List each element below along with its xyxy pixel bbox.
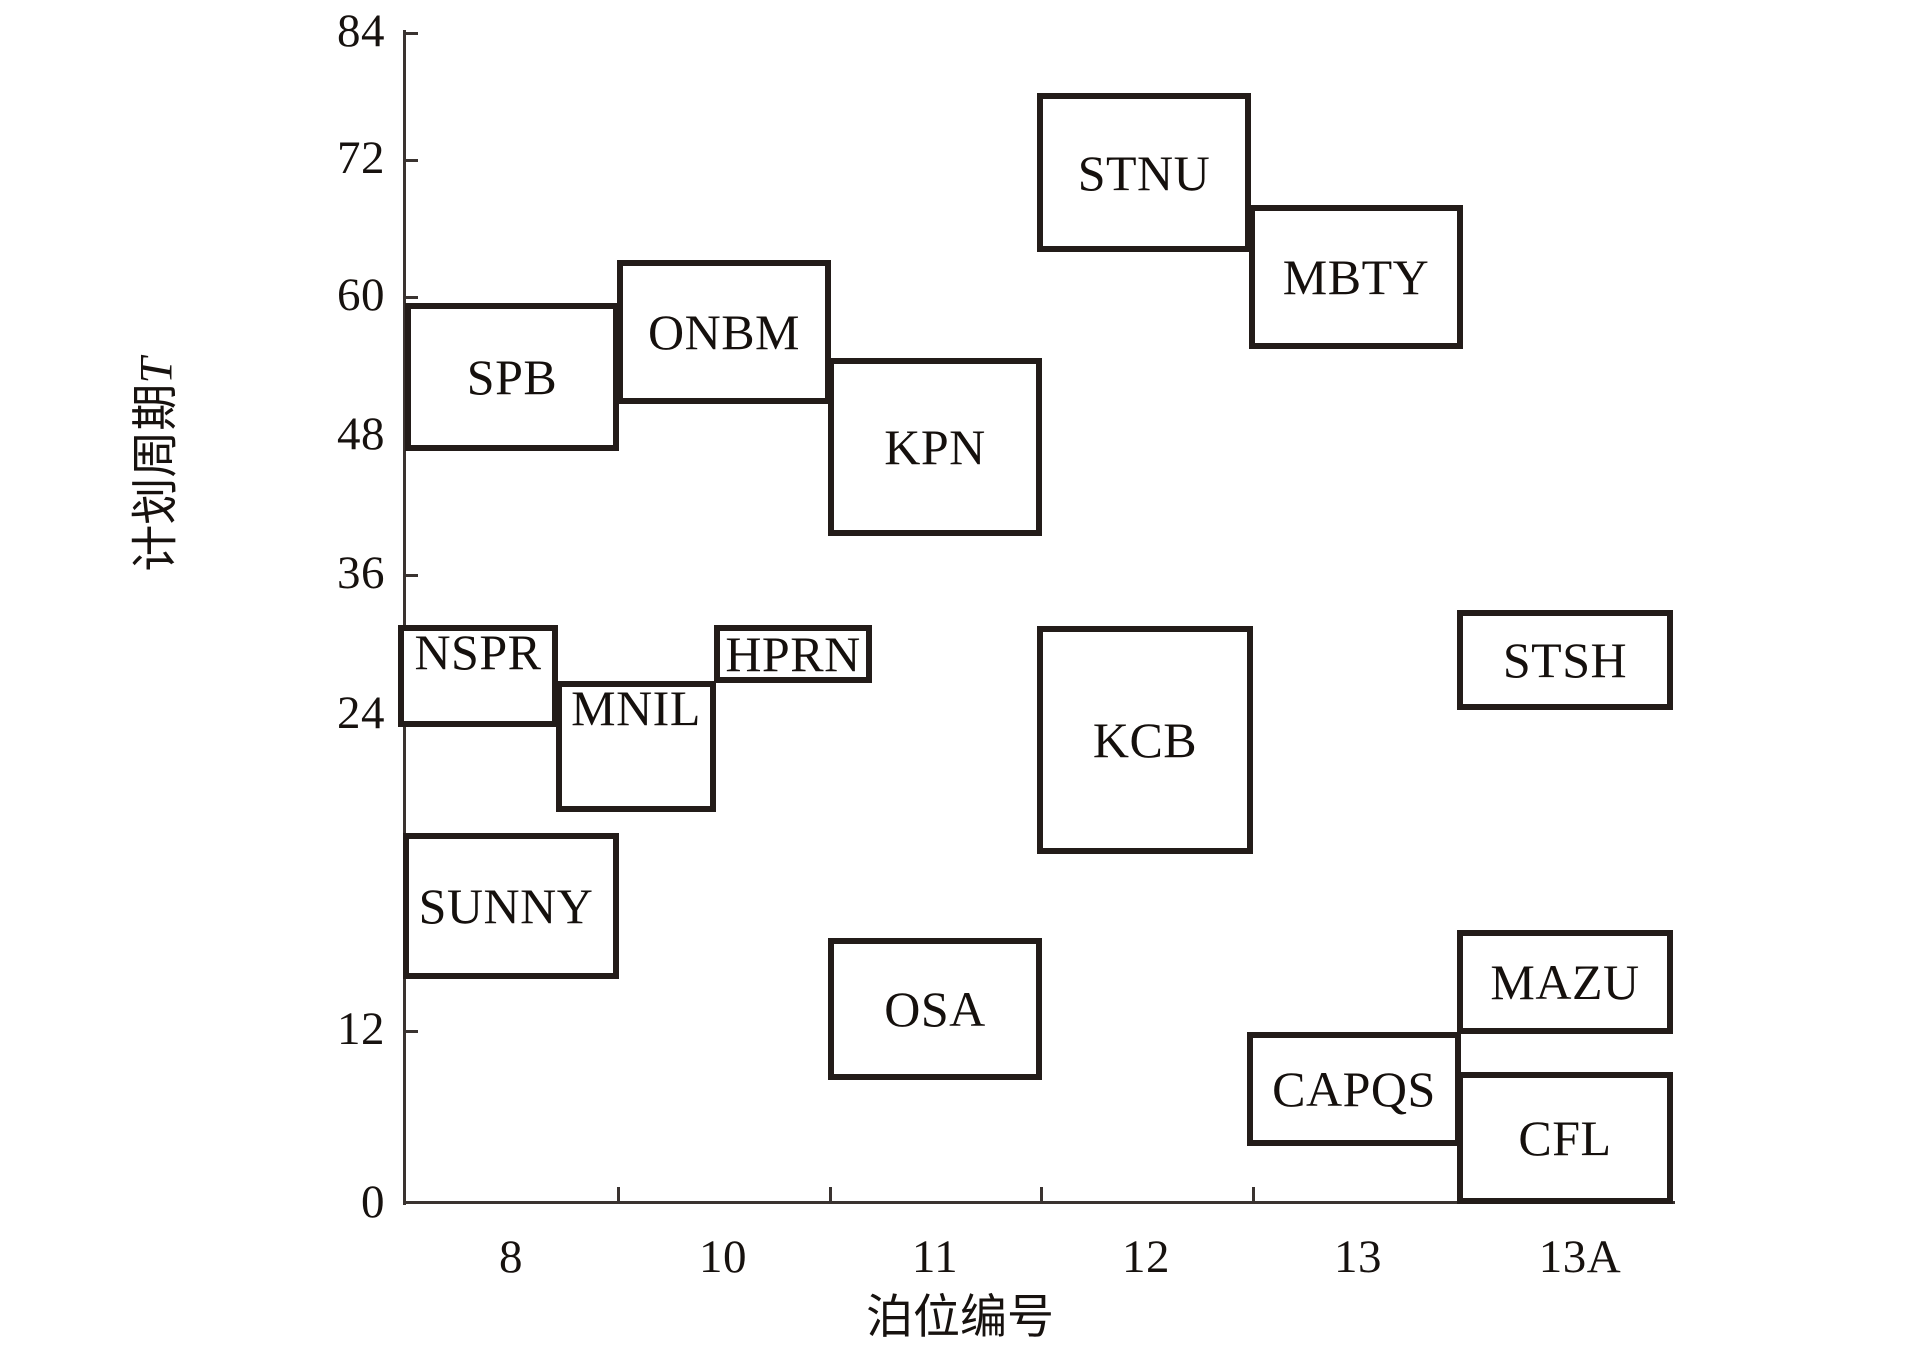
vessel-box-spb[interactable]: SPB [405,303,619,451]
vessel-label-nspr: NSPR [414,624,542,680]
ytick-label-48: 48 [337,408,385,460]
xtick-mark-4 [1252,1187,1255,1204]
ytick-label-60: 60 [337,269,385,321]
vessel-box-stnu[interactable]: STNU [1037,93,1251,252]
vessel-label-kcb: KCB [1092,712,1198,768]
ytick-label-84: 84 [337,5,385,57]
x-axis-line [403,1201,1675,1204]
xtick-mark-2 [829,1187,832,1204]
vessel-label-cfl: CFL [1518,1110,1612,1166]
ytick-label-72: 72 [337,132,385,184]
vessel-box-capqs[interactable]: CAPQS [1247,1032,1461,1146]
vessel-label-osa: OSA [884,981,986,1037]
xtick-label-13: 13 [1334,1231,1382,1283]
vessel-box-cfl[interactable]: CFL [1457,1072,1673,1204]
vessel-label-mazu: MAZU [1490,954,1640,1010]
vessel-label-hprn: HPRN [725,626,861,682]
xtick-label-11: 11 [911,1231,959,1283]
vessel-label-stsh: STSH [1502,632,1628,688]
y-axis-label-text: 计划周期 [130,383,183,572]
xtick-mark-3 [1040,1187,1043,1204]
vessel-box-mnil[interactable]: MNIL [556,681,716,812]
vessel-box-osa[interactable]: OSA [828,938,1042,1080]
xtick-label-13A: 13A [1538,1231,1622,1283]
vessel-label-spb: SPB [466,349,558,405]
vessel-box-mazu[interactable]: MAZU [1457,930,1673,1034]
vessel-label-onbm: ONBM [647,304,801,360]
xtick-label-12: 12 [1122,1231,1170,1283]
ytick-mark-60 [403,296,418,299]
xtick-label-10: 10 [699,1231,747,1283]
vessel-box-onbm[interactable]: ONBM [617,260,831,404]
xtick-mark-1 [617,1187,620,1204]
ytick-label-0: 0 [361,1176,385,1228]
vessel-label-capqs: CAPQS [1272,1061,1436,1117]
vessel-box-kpn[interactable]: KPN [828,358,1042,536]
xtick-label-8: 8 [499,1231,523,1283]
vessel-label-mnil: MNIL [571,680,701,736]
vessel-label-kpn: KPN [884,419,986,475]
vessel-label-stnu: STNU [1077,144,1211,201]
ytick-label-12: 12 [337,1003,385,1055]
y-axis-label: 计划周期T [117,250,186,680]
ytick-label-24: 24 [337,687,385,739]
ytick-mark-72 [403,159,418,162]
ytick-mark-12 [403,1030,418,1033]
ytick-mark-36 [403,574,418,577]
ytick-mark-84 [403,32,418,35]
vessel-box-nspr[interactable]: NSPR [398,625,558,727]
vessel-box-sunny[interactable]: SUNNY [403,833,619,979]
x-axis-label: 泊位编号 [866,1292,1054,1344]
ytick-label-36: 36 [337,547,385,599]
vessel-label-mbty: MBTY [1282,249,1430,305]
vessel-label-sunny: SUNNY [418,878,594,934]
vessel-box-stsh[interactable]: STSH [1457,610,1673,710]
y-axis-label-symbol: T [130,357,183,384]
vessel-box-mbty[interactable]: MBTY [1249,205,1463,349]
vessel-box-hprn[interactable]: HPRN [714,625,872,683]
y-axis-line [403,30,406,1205]
vessel-box-kcb[interactable]: KCB [1037,626,1253,854]
